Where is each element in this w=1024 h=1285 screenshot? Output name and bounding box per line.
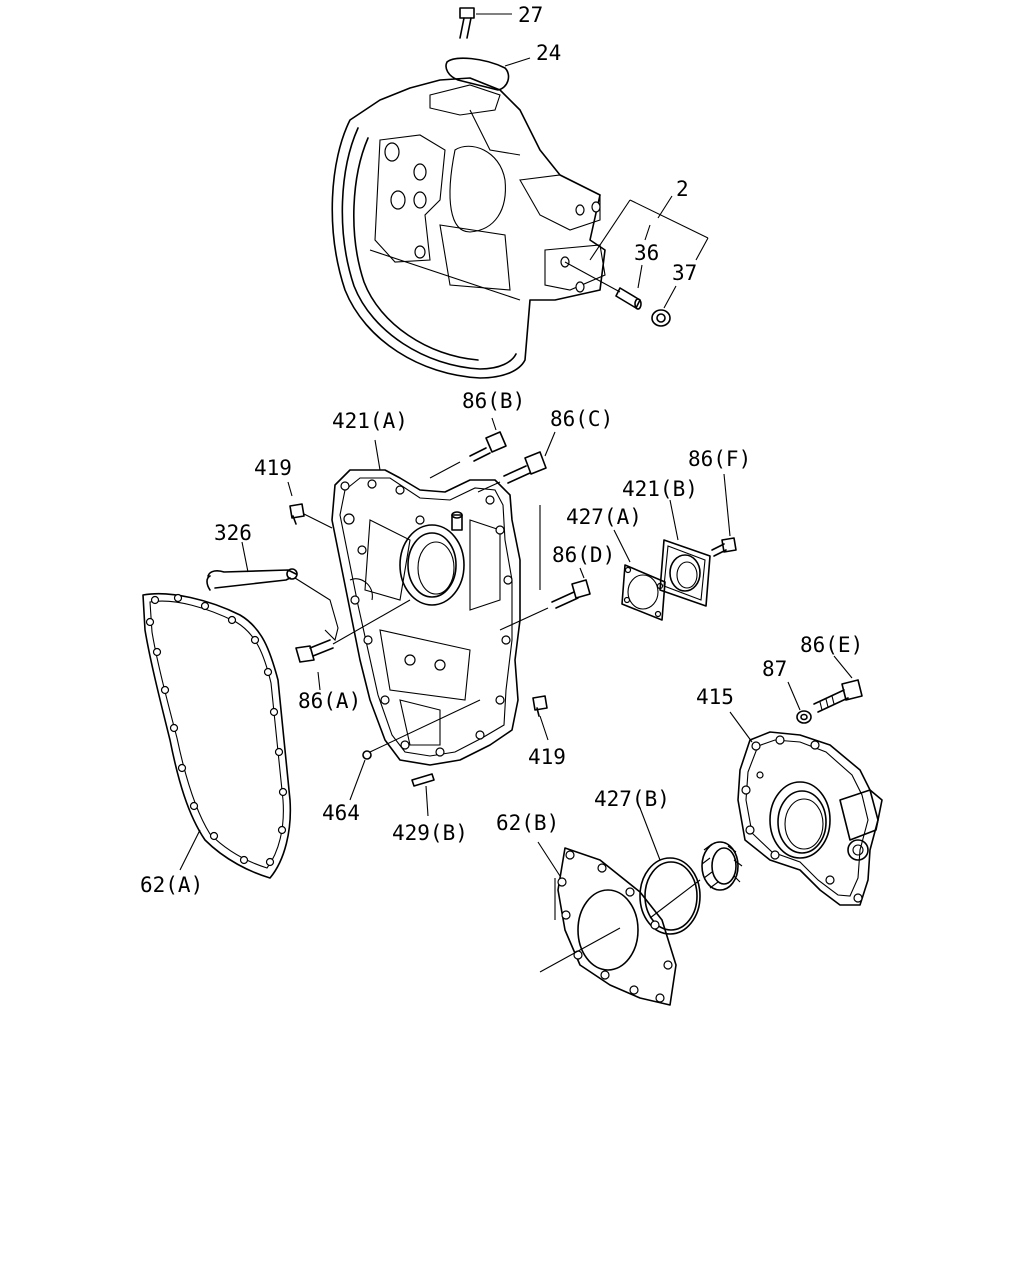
label-62a: 62(A) (140, 873, 203, 897)
label-419-upper: 419 (254, 456, 292, 480)
cover-plate-24 (445, 57, 531, 91)
pin-429b (411, 773, 435, 817)
rear-plate-421a (331, 439, 541, 766)
pipe-326 (206, 541, 339, 642)
bolt-86f (711, 473, 737, 557)
label-326: 326 (214, 521, 252, 545)
cover-421b (659, 499, 711, 607)
label-62b: 62(B) (496, 811, 559, 835)
gasket-62a (142, 592, 292, 879)
label-24: 24 (536, 41, 561, 65)
housing-415 (729, 711, 883, 906)
bolt-86c (477, 431, 556, 493)
ball-464 (349, 699, 481, 801)
bolt-86d (499, 567, 591, 631)
oil-seal (701, 841, 743, 891)
label-419-lower: 419 (528, 745, 566, 769)
dowel-pin-36 (564, 261, 643, 310)
label-421a: 421(A) (332, 409, 408, 433)
ring-37 (651, 285, 677, 327)
washer-87 (787, 681, 812, 724)
label-86d: 86(D) (552, 543, 615, 567)
bolt-419-lower (532, 695, 549, 741)
label-427b: 427(B) (594, 787, 670, 811)
bolt-27 (459, 7, 512, 39)
label-86f: 86(F) (688, 447, 751, 471)
callout-bracket-2 (589, 195, 709, 261)
label-415: 415 (696, 685, 734, 709)
label-86a: 86(A) (298, 689, 361, 713)
label-37: 37 (672, 261, 697, 285)
label-87: 87 (762, 657, 787, 681)
label-27: 27 (518, 3, 543, 27)
flywheel-housing (331, 77, 606, 379)
bolt-86a (295, 599, 411, 691)
label-464: 464 (322, 801, 360, 825)
o-ring-427b (639, 807, 701, 935)
label-36: 36 (634, 241, 659, 265)
bolt-86e (813, 655, 863, 713)
label-86e: 86(E) (800, 633, 863, 657)
bolt-86b (429, 417, 507, 479)
bolt-419-upper (287, 481, 333, 529)
gasket-427a (613, 529, 666, 621)
label-421b: 421(B) (622, 477, 698, 501)
label-427a: 427(A) (566, 505, 642, 529)
gasket-62b (537, 841, 677, 1006)
label-86b: 86(B) (462, 389, 525, 413)
label-86c: 86(C) (550, 407, 613, 431)
label-429b: 429(B) (392, 821, 468, 845)
label-2: 2 (676, 177, 689, 201)
